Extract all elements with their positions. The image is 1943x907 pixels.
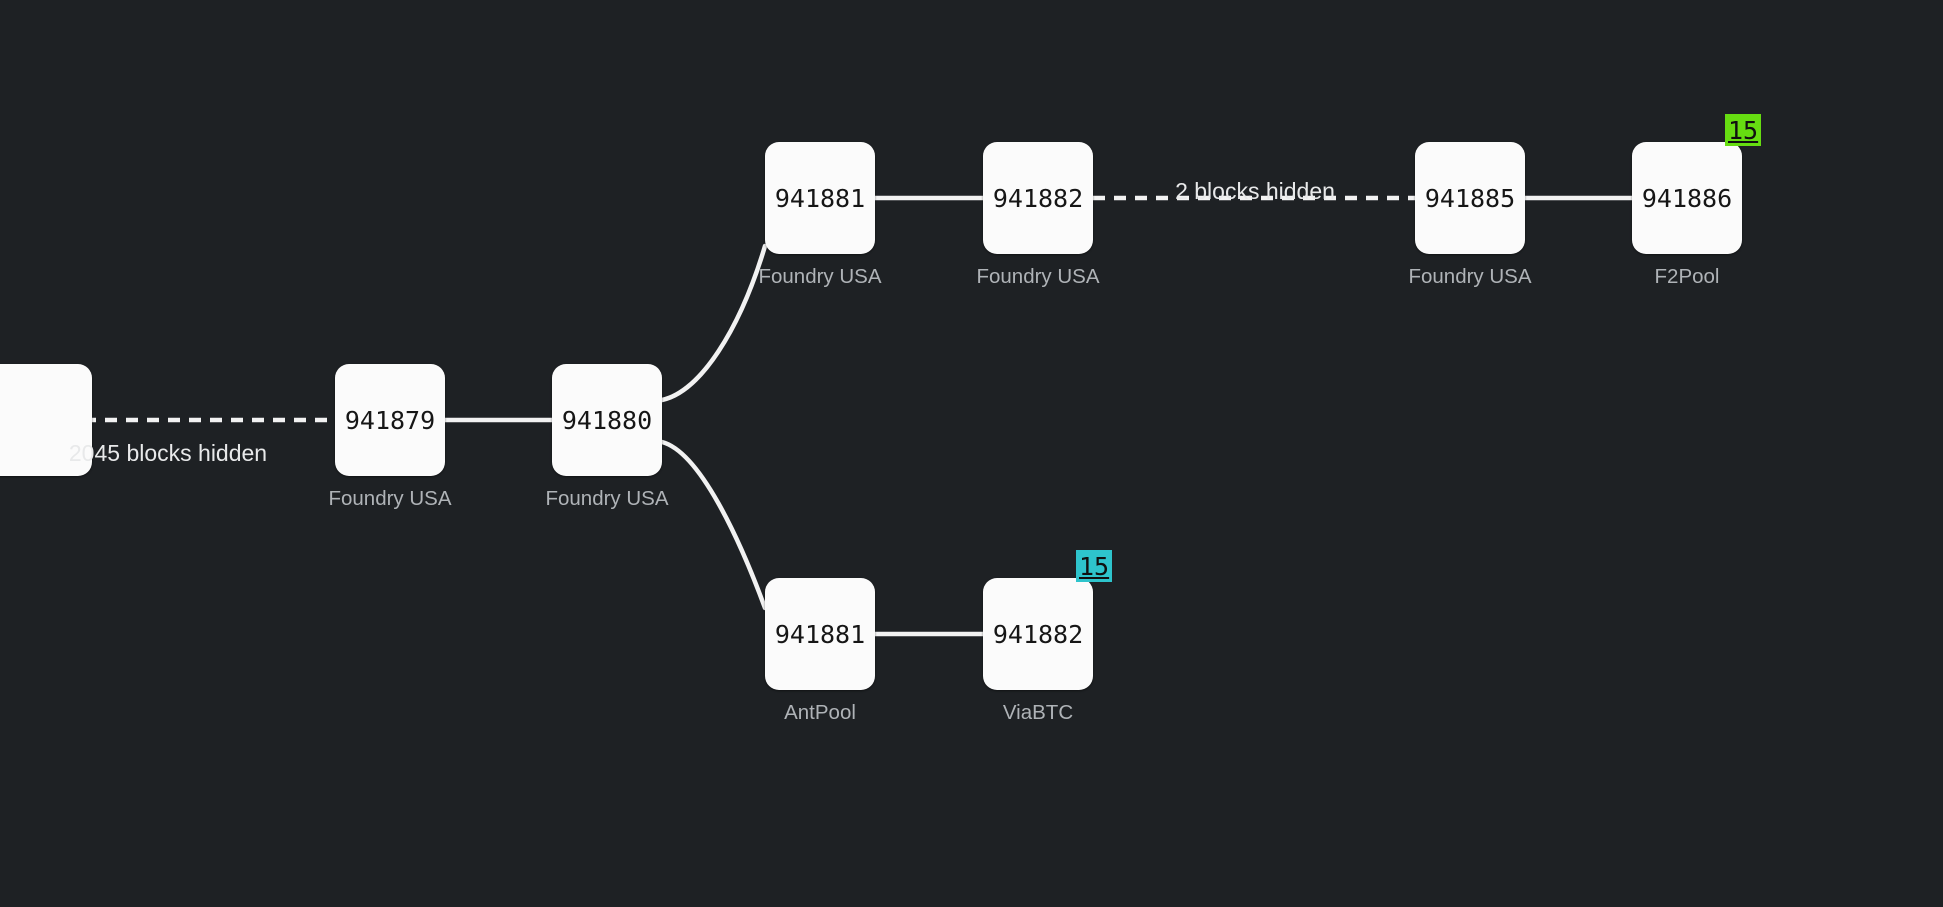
block-node[interactable]: 941882 (983, 142, 1093, 254)
block-height-label: 941881 (774, 183, 866, 213)
fork-edge (659, 439, 768, 611)
confirmations-badge-green[interactable]: 15 (1725, 114, 1762, 146)
block-height-label: 941881 (774, 619, 866, 649)
block-node[interactable]: 941885 (1415, 142, 1525, 254)
dashed-edge-group (0, 195, 1415, 423)
mining-pool-label: Foundry USA (328, 487, 452, 510)
mining-pool-label: F2Pool (1654, 265, 1720, 288)
fork-edge (659, 243, 768, 403)
mining-pool-label: ViaBTC (1002, 701, 1074, 724)
mining-pool-label: Foundry USA (758, 265, 882, 288)
block-height-label: 941885 (1424, 183, 1516, 213)
mining-pool-label: AntPool (784, 701, 856, 724)
block-height-label: 941880 (561, 405, 653, 435)
block-height-label: 941886 (1641, 183, 1733, 213)
block-height-label: 941882 (992, 619, 1084, 649)
block-node[interactable] (0, 364, 92, 476)
block-node[interactable]: 941881 (765, 578, 875, 690)
fork-edge-group (659, 243, 768, 611)
mining-pool-label: Foundry USA (1408, 265, 1532, 288)
mining-pool-label: Foundry USA (545, 487, 669, 510)
hidden-blocks-label: 2 blocks hidden (1175, 178, 1335, 204)
block-node[interactable]: 941881 (765, 142, 875, 254)
confirmations-badge-cyan[interactable]: 15 (1076, 550, 1113, 582)
block-node[interactable]: 941880 (552, 364, 662, 476)
block-height-label: 941882 (992, 183, 1084, 213)
hidden-blocks-label: 2045 blocks hidden (68, 440, 268, 466)
block-node[interactable]: 941882 (983, 578, 1093, 690)
block-node[interactable]: 941879 (335, 364, 445, 476)
block-node[interactable]: 941886 (1632, 142, 1742, 254)
block-height-label: 941879 (344, 405, 436, 435)
mining-pool-label: Foundry USA (976, 265, 1100, 288)
